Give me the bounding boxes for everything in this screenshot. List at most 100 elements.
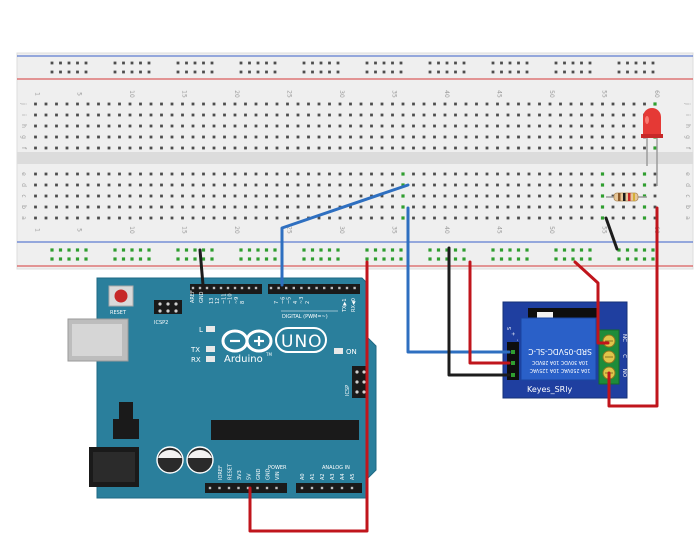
breadboard-hole [286,183,289,187]
rail-hole [139,61,142,65]
rail-hole [328,61,331,65]
breadboard-hole [338,135,342,139]
connected-rail-hole [336,248,340,252]
rail-hole [139,70,142,74]
breadboard-hole [97,146,100,150]
led-highlight [645,116,649,124]
breadboard-hole [370,205,373,209]
breadboard-hole [538,113,541,117]
breadboard-hole [454,113,457,117]
column-number: 60 [653,90,660,98]
breadboard-hole [506,102,510,106]
power-pin-label: GND [256,468,262,480]
power-jack-inner [93,452,135,482]
breadboard-hole [170,172,174,176]
connected-hole [401,194,405,198]
connected-rail-hole [247,248,252,252]
connected-rail-hole [382,257,386,261]
rail-hole [454,70,457,74]
breadboard-hole [548,146,552,150]
digital-label: DIGITAL (PWM=~) [282,314,328,320]
connected-rail-hole [491,248,495,252]
breadboard-hole [202,146,205,150]
connected-rail-hole [130,248,134,252]
breadboard-hole [548,205,552,209]
breadboard-hole [97,172,100,176]
header-pin [330,486,334,490]
digital-header-pins [191,286,356,290]
breadboard-hole [55,113,58,117]
reset-button[interactable] [114,289,128,303]
breadboard-hole [496,194,499,198]
breadboard-hole [443,113,447,117]
rail-hole [59,70,62,74]
breadboard-hole [454,146,457,150]
breadboard-hole [212,194,216,198]
breadboard-hole [170,102,174,106]
breadboard-hole [632,146,636,150]
breadboard-hole [328,172,331,176]
breadboard-hole [527,172,531,176]
header-pin [256,486,259,490]
connected-rail-hole [113,248,117,252]
breadboard-hole [307,172,310,176]
breadboard-hole [433,146,436,150]
breadboard-hole [443,216,447,220]
rail-hole [580,61,583,65]
breadboard: 1155101015152020252530303535404045455050… [16,52,694,270]
center-channel [17,152,693,164]
digital-pin-label: ~5 [287,297,293,304]
header-pin [208,486,212,490]
breadboard-hole [244,216,247,220]
header-pin [246,486,250,490]
breadboard-hole [233,146,237,150]
breadboard-hole [475,205,478,209]
breadboard-hole [527,194,531,198]
rail-hole [626,70,629,74]
connected-rail-hole [193,257,197,261]
breadboard-hole [191,205,195,209]
breadboard-hole [265,102,268,106]
connected-rail-hole [247,257,252,261]
connected-rail-hole [617,248,621,252]
breadboard-hole [464,172,468,176]
breadboard-hole [223,183,226,187]
breadboard-hole [380,135,384,139]
breadboard-hole [76,172,79,176]
breadboard-hole [601,146,604,150]
header-pin [340,486,344,490]
breadboard-hole [412,183,415,187]
breadboard-hole [128,146,132,150]
breadboard-hole [590,146,594,150]
breadboard-hole [632,216,636,220]
breadboard-hole [590,172,594,176]
connected-rail-hole [264,248,269,252]
breadboard-hole [590,194,594,198]
breadboard-hole [275,194,279,198]
breadboard-hole [107,216,111,220]
breadboard-hole [517,102,520,106]
breadboard-hole [412,146,415,150]
resistor-band-1 [618,193,621,201]
breadboard-hole [506,124,510,128]
connected-rail-hole [453,257,458,261]
rail-hole [50,70,54,74]
breadboard-hole [653,205,657,209]
resistor [606,192,647,202]
breadboard-hole [128,172,132,176]
connected-rail-hole [642,257,647,261]
analog-label: ANALOG IN [322,465,350,471]
breadboard-hole [191,194,195,198]
breadboard-hole [475,183,478,187]
rail-hole [500,70,503,74]
row-letter: i [20,114,27,116]
connected-hole [653,146,657,150]
relay-output-label: NO [621,369,627,378]
breadboard-hole [464,205,468,209]
digital-pin-label: 7 [274,301,280,304]
connected-rail-hole [428,248,432,252]
rail-hole [462,61,466,65]
connected-rail-hole [373,248,378,252]
connected-rail-hole [516,248,521,252]
